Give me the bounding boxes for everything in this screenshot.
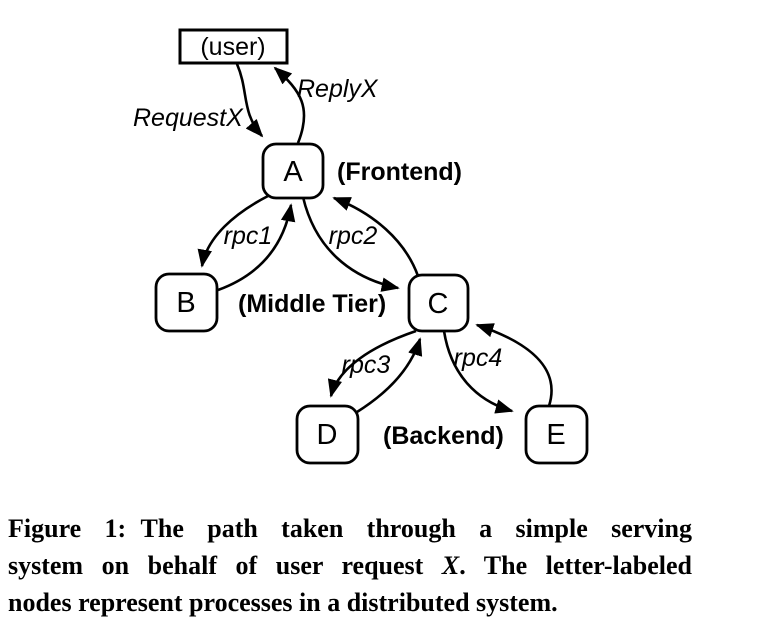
- serving-system-graph: (user) A B C D E RequestX ReplyX rpc1 rp…: [133, 28, 589, 465]
- edge-label-rpc1: rpc1: [224, 222, 273, 250]
- edge-rpc1-a-to-b: [197, 194, 269, 268]
- node-b-box: [154, 272, 219, 333]
- edge-rpc4-e-to-c: [475, 323, 553, 407]
- node-c-box: [407, 273, 470, 333]
- edge-rpc2-c-to-a: [332, 196, 420, 277]
- tier-label-frontend: (Frontend): [337, 158, 462, 186]
- node-a-box: [261, 142, 325, 200]
- node-d-box: [295, 404, 360, 465]
- edge-label-rpc3: rpc3: [342, 351, 391, 379]
- node-e-box: [524, 404, 589, 465]
- edge-label-rpc2: rpc2: [329, 222, 378, 250]
- node-user-label: (user): [200, 33, 265, 61]
- edge-reply-a-to-user: [273, 66, 306, 144]
- edge-request-user-to-a: [235, 63, 264, 138]
- caption-line-1: Figure 1: The path taken through a simple…: [8, 510, 692, 547]
- edge-label-replyx: ReplyX: [297, 75, 379, 103]
- caption-line-3: nodes represent processes in a distribut…: [8, 584, 692, 621]
- figure-1-diagram: (user) A B C D E RequestX ReplyX rpc1 rp…: [133, 28, 589, 465]
- caption-figure-number: Figure 1:: [8, 514, 127, 543]
- node-user-box: [178, 28, 289, 65]
- tier-label-middle: (Middle Tier): [238, 290, 386, 318]
- edge-label-rpc4: rpc4: [454, 344, 503, 372]
- node-c-label: C: [428, 288, 449, 320]
- edge-rpc2-a-to-c: [301, 196, 400, 292]
- caption-request-variable: X: [441, 551, 460, 580]
- caption-text: system on behalf of user request: [8, 551, 442, 580]
- edge-rpc3-c-to-d: [327, 329, 417, 398]
- edge-rpc4-c-to-e: [442, 330, 514, 414]
- edge-label-requestx: RequestX: [133, 104, 244, 132]
- node-e-label: E: [546, 419, 565, 451]
- edge-rpc3-d-to-c: [356, 337, 423, 414]
- tier-label-backend: (Backend): [383, 422, 504, 450]
- caption-text: nodes represent processes in a distribut…: [8, 588, 558, 617]
- caption-line-2: system on behalf of user request X. The …: [8, 547, 692, 584]
- node-a-label: A: [283, 156, 303, 188]
- figure-caption: Figure 1: The path taken through a simple…: [8, 510, 692, 621]
- caption-text: The path taken through a simple serving: [140, 514, 692, 543]
- node-b-label: B: [176, 287, 195, 319]
- node-d-label: D: [317, 419, 338, 451]
- edge-rpc1-b-to-a: [217, 203, 296, 292]
- caption-text: . The letter-labeled: [459, 551, 692, 580]
